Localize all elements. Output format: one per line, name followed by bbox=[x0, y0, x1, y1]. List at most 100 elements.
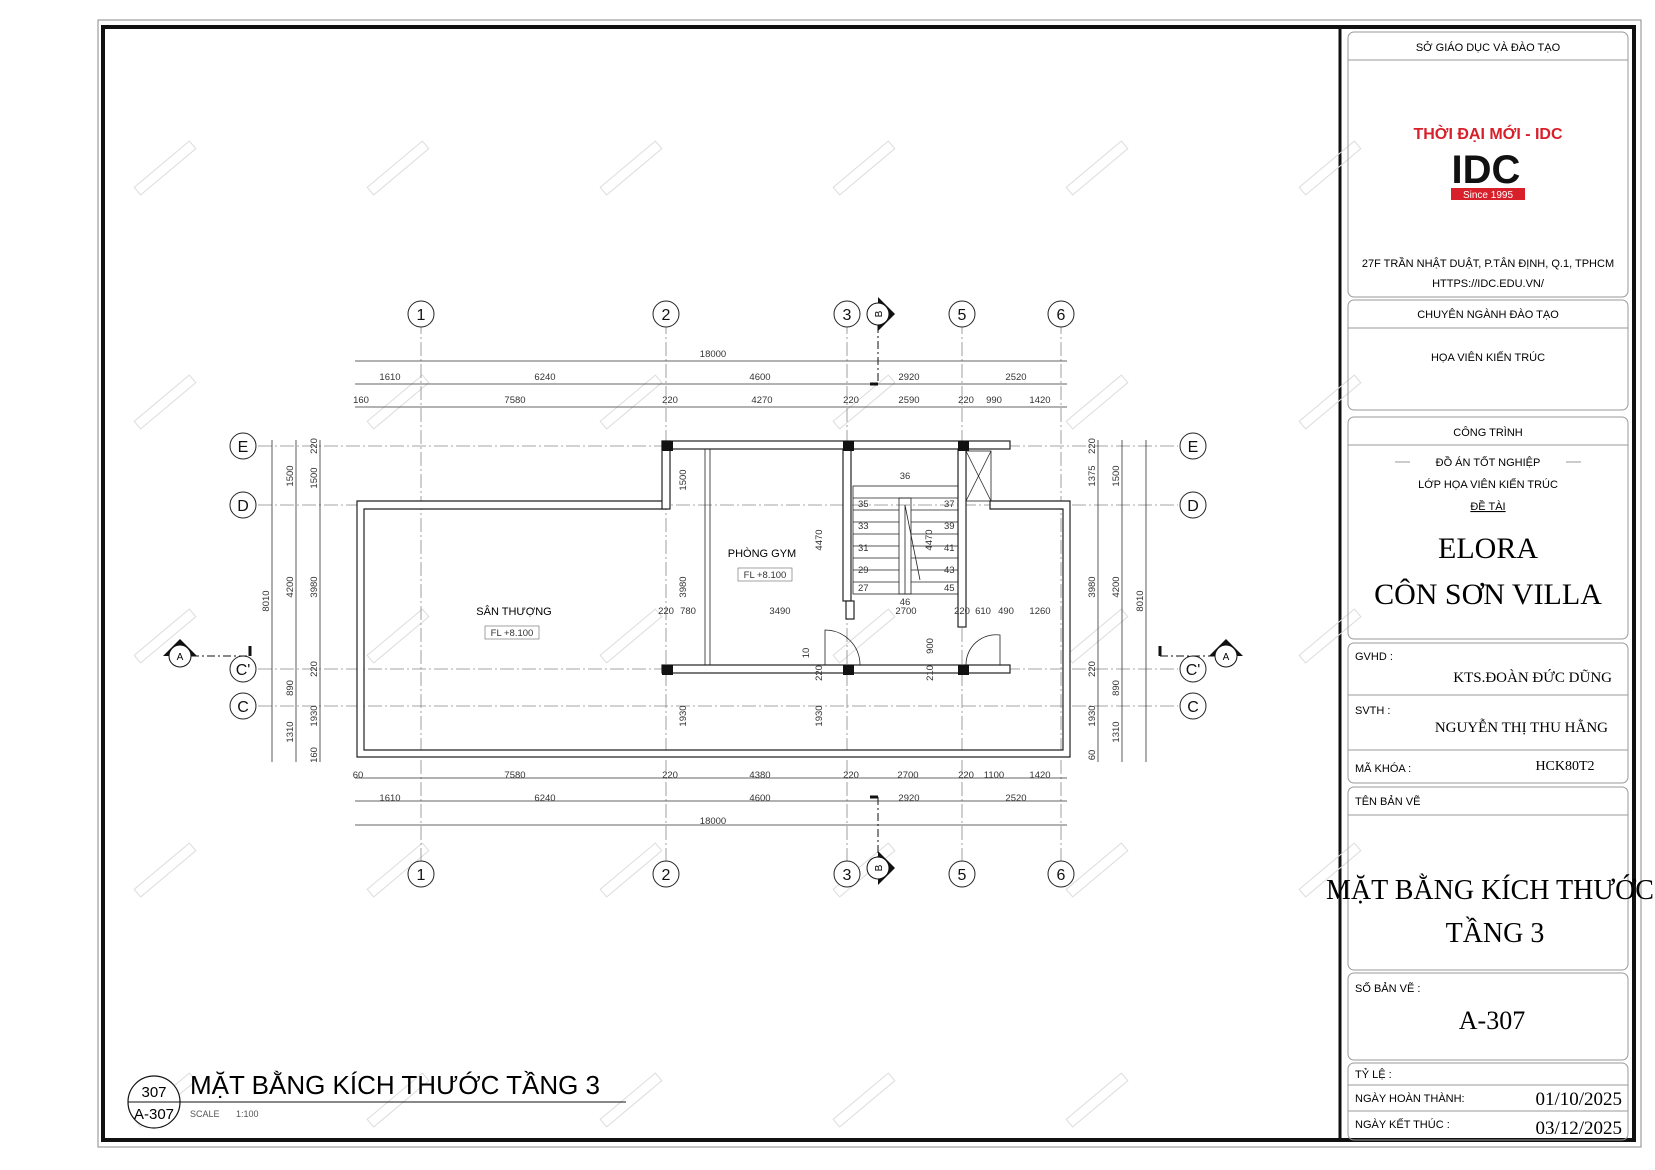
dim-label: 18000 bbox=[700, 816, 726, 827]
dim-label: 890 bbox=[285, 680, 296, 696]
grid-bubble-row: C' bbox=[236, 662, 251, 679]
dim-label: 4470 bbox=[924, 529, 935, 550]
project-name-2: CÔN SƠN VILLA bbox=[1374, 578, 1602, 611]
dim-label: 2590 bbox=[898, 395, 919, 406]
dim-label: 2700 bbox=[897, 770, 918, 781]
grid-bubble-row: C bbox=[1187, 699, 1199, 716]
svth-label: SVTH : bbox=[1355, 705, 1390, 717]
watermark-mark bbox=[1065, 842, 1129, 898]
school-name: THỜI ĐẠI MỚI - IDC bbox=[1413, 124, 1563, 143]
dim-label: 2700 bbox=[895, 606, 916, 617]
caption-scale-value: 1:100 bbox=[236, 1109, 259, 1119]
stair-number: 37 bbox=[944, 499, 955, 510]
watermark-layer bbox=[133, 140, 1362, 1128]
watermark-mark bbox=[832, 608, 896, 664]
stair-number: 35 bbox=[858, 499, 869, 510]
idc-logo: IDC Since 1995 bbox=[1451, 148, 1525, 201]
dim-label: 1100 bbox=[984, 770, 1004, 781]
dim-label: 220 bbox=[843, 395, 859, 406]
topic-label: ĐỀ TÀI bbox=[1470, 500, 1505, 513]
section-mark-b-bottom: B bbox=[866, 795, 895, 885]
grid-bubble-col: 6 bbox=[1057, 867, 1066, 884]
stair-number: 27 bbox=[858, 583, 869, 594]
watermark-mark bbox=[133, 374, 197, 430]
watermark-mark bbox=[133, 608, 197, 664]
watermark-mark bbox=[1298, 140, 1362, 196]
section-mark-a-right: A bbox=[1158, 639, 1243, 668]
stair-number: 31 bbox=[858, 543, 869, 554]
dim-label: 4600 bbox=[749, 372, 770, 383]
watermark-mark bbox=[832, 140, 896, 196]
dim-label: 1260 bbox=[1029, 606, 1050, 617]
dim-label: 1500 bbox=[1111, 465, 1122, 486]
sheet-no-value: A-307 bbox=[1459, 1006, 1525, 1035]
dim-label: 780 bbox=[680, 606, 696, 617]
stair-number: 39 bbox=[944, 521, 955, 532]
dim-label: 160 bbox=[353, 395, 369, 406]
grid-bubble-col: 2 bbox=[662, 307, 671, 324]
dim-label: 1610 bbox=[379, 372, 400, 383]
school-address: 27F TRẦN NHẬT DUẬT, P.TÂN ĐỊNH, Q.1, TPH… bbox=[1362, 257, 1614, 270]
dim-label: 4270 bbox=[751, 395, 772, 406]
dim-label: 4470 bbox=[814, 529, 825, 550]
grid-bubble-row: C' bbox=[1186, 662, 1201, 679]
dim-label: 4200 bbox=[1111, 576, 1122, 597]
dim-label: 18000 bbox=[700, 349, 726, 360]
scale-label: TỶ LỆ : bbox=[1355, 1068, 1392, 1081]
dim-label: 220 bbox=[309, 438, 320, 454]
dim-label: 2520 bbox=[1005, 372, 1026, 383]
grid-bubble-row: C bbox=[237, 699, 249, 716]
grid-bubble-col: 6 bbox=[1057, 307, 1066, 324]
dim-label: 220 bbox=[814, 665, 825, 681]
grid-bubble-col: 3 bbox=[843, 307, 852, 324]
dim-label: 4600 bbox=[749, 793, 770, 804]
major-value: HỌA VIÊN KIẾN TRÚC bbox=[1431, 351, 1545, 364]
dim-label: 220 bbox=[1087, 438, 1098, 454]
grid-bubble-col: 1 bbox=[417, 867, 426, 884]
watermark-mark bbox=[133, 842, 197, 898]
dept-name: SỞ GIÁO DỤC VÀ ĐÀO TẠO bbox=[1416, 41, 1561, 54]
room-level: FL +8.100 bbox=[744, 570, 787, 581]
caption-tag-bottom: A-307 bbox=[134, 1106, 174, 1123]
stair-number: 45 bbox=[944, 583, 955, 594]
watermark-mark bbox=[133, 140, 197, 196]
watermark-mark bbox=[1065, 140, 1129, 196]
section-mark-a-left: A bbox=[163, 639, 252, 668]
grid-bubble-col: 2 bbox=[662, 867, 671, 884]
svg-text:A: A bbox=[177, 652, 184, 663]
watermark-mark bbox=[832, 842, 896, 898]
dim-label: 490 bbox=[998, 606, 1014, 617]
project-name-1: ELORA bbox=[1438, 532, 1538, 565]
stair-number: 29 bbox=[858, 565, 869, 576]
dim-label: 210 bbox=[925, 665, 936, 681]
dim-label: 8010 bbox=[261, 590, 272, 611]
dim-label: 3980 bbox=[309, 576, 320, 597]
logo-text: IDC bbox=[1452, 148, 1521, 192]
watermark-mark bbox=[832, 374, 896, 430]
drawing-name-1: MẶT BẰNG KÍCH THƯỚC bbox=[1326, 874, 1654, 906]
watermark-mark bbox=[366, 842, 430, 898]
drawing-caption: 307 A-307 MẶT BẰNG KÍCH THƯỚC TẦNG 3 SCA… bbox=[127, 1070, 626, 1129]
dim-label: 220 bbox=[843, 770, 859, 781]
dim-label: 220 bbox=[309, 661, 320, 677]
dim-label: 890 bbox=[1111, 680, 1122, 696]
dim-label: 990 bbox=[986, 395, 1002, 406]
dim-label: 60 bbox=[1087, 750, 1098, 761]
dim-label: 1930 bbox=[678, 705, 689, 726]
grid-bubble-row: E bbox=[1188, 439, 1199, 456]
dim-label: 2520 bbox=[1005, 793, 1026, 804]
dim-label: 610 bbox=[975, 606, 991, 617]
dim-label: 4380 bbox=[749, 770, 770, 781]
gvhd-label: GVHD : bbox=[1355, 651, 1393, 663]
dim-label: 8010 bbox=[1135, 590, 1146, 611]
dim-label: 1930 bbox=[1087, 705, 1098, 726]
watermark-mark bbox=[1298, 374, 1362, 430]
dim-label: 220 bbox=[954, 606, 970, 617]
grid-bubble-col: 3 bbox=[843, 867, 852, 884]
dim-label: 10 bbox=[801, 648, 812, 659]
dim-label: 7580 bbox=[504, 770, 525, 781]
dim-label: 1930 bbox=[309, 705, 320, 726]
svg-text:B: B bbox=[874, 310, 885, 317]
watermark-mark bbox=[1298, 608, 1362, 664]
